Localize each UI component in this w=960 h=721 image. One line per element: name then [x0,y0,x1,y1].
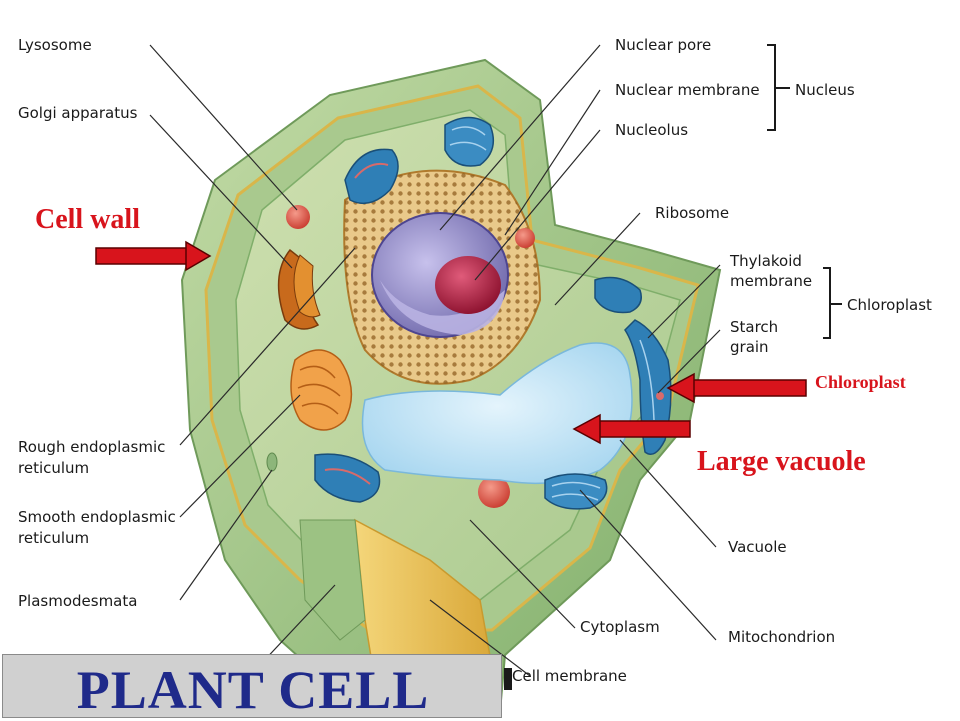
label-starch-line2: grain [730,338,769,356]
label-rough-er-line1: Rough endoplasmic [18,438,165,456]
label-starch-line1: Starch [730,318,778,336]
annotation-large-vacuole: Large vacuole [697,446,866,477]
lysosome-2 [515,228,535,248]
label-nucleus: Nucleus [795,81,855,99]
label-marker [504,668,512,690]
page-title: PLANT CELL [76,660,430,720]
label-plasmodesmata: Plasmodesmata [18,592,137,610]
label-nuclear-membrane: Nuclear membrane [615,81,760,99]
arrow-cell-wall [95,240,212,272]
mitochondrion-top [344,148,399,205]
label-golgi-apparatus: Golgi apparatus [18,104,138,122]
lysosome [286,205,310,229]
label-chloroplast-group: Chloroplast [847,296,932,314]
annotation-cell-wall: Cell wall [35,204,140,235]
mitochondrion-right-top [444,116,495,167]
label-cytoplasm: Cytoplasm [580,618,660,636]
label-cell-membrane: Cell membrane [512,667,627,685]
chloroplast-bracket [823,267,842,339]
label-ribosome: Ribosome [655,204,729,222]
label-mitochondrion: Mitochondrion [728,628,835,646]
title-box: PLANT CELL [2,654,502,720]
label-smooth-er-line2: reticulum [18,529,89,547]
mitochondrion-right [594,276,642,314]
nucleus-bracket [767,44,790,131]
smooth-er [290,349,353,431]
label-thylakoid-line1: Thylakoid [729,252,802,270]
mitochondrion-bottom-right [544,473,608,510]
annotation-chloroplast: Chloroplast [815,372,906,392]
label-smooth-er-line1: Smooth endoplasmic [18,508,176,526]
plasmodesmata [266,452,278,472]
label-rough-er-line2: reticulum [18,459,89,477]
label-lysosome: Lysosome [18,36,92,54]
arrow-large-vacuole [572,413,691,445]
label-nuclear-pore: Nuclear pore [615,36,711,54]
arrow-chloroplast [666,372,807,404]
label-vacuole: Vacuole [728,538,787,556]
label-nucleolus: Nucleolus [615,121,688,139]
leader-lines [149,44,721,677]
nucleolus [435,256,501,314]
mitochondrion-bottom-left [314,453,381,503]
label-thylakoid-line2: membrane [730,272,812,290]
golgi-apparatus [277,248,321,330]
lysosome-3 [478,476,510,508]
